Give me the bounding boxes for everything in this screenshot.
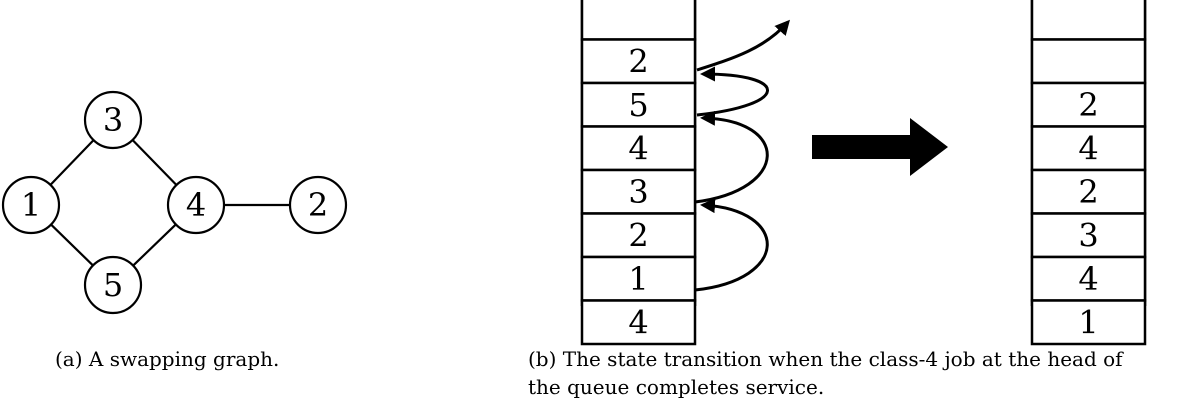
queue-slot: 4: [1030, 125, 1147, 172]
graph-node: 5: [83, 255, 143, 315]
node-circle: [288, 175, 348, 235]
queue-slot: 1: [1030, 299, 1147, 346]
node-label: 4: [186, 186, 206, 224]
departure-arrow: [696, 19, 790, 72]
queue-slot: 2: [1030, 168, 1147, 215]
queue-slot: 4: [1030, 255, 1147, 302]
slot-label: 4: [1078, 129, 1098, 167]
queue-slot: 4: [580, 125, 697, 172]
slot-box: [1030, 38, 1147, 85]
swap-arrow-2-to-4: [694, 110, 769, 204]
slot-box: [1030, 0, 1147, 41]
queue-slot: 2: [1030, 81, 1147, 128]
node-circle: [83, 255, 143, 315]
slot-box: [1030, 299, 1147, 346]
slot-label: 4: [628, 129, 648, 167]
node-circle: [166, 175, 226, 235]
node-label: 3: [103, 101, 123, 139]
queue-after-cells: 2 4 2 3 4 1: [1030, 0, 1147, 346]
node-label: 5: [103, 266, 123, 304]
queue-slot: 5: [580, 81, 697, 128]
node-circle: [83, 90, 143, 150]
queue-slot: 4: [580, 299, 697, 346]
slot-label: 1: [1078, 303, 1098, 341]
slot-box: [580, 0, 697, 41]
queue-slot: 1: [580, 255, 697, 302]
graph-node: 2: [288, 175, 348, 235]
slot-label: 2: [628, 216, 648, 254]
slot-label: 1: [628, 260, 648, 298]
transition-arrow-icon: [812, 118, 948, 176]
slot-box: [580, 299, 697, 346]
edge-1-3: [49, 139, 95, 186]
node-label: 2: [308, 186, 328, 224]
slot-box: [1030, 125, 1147, 172]
slot-label: 2: [1078, 86, 1098, 124]
slot-label: 4: [1078, 260, 1098, 298]
queue-slot: [1030, 0, 1147, 41]
queue-after: 2 4 2 3 4 1: [1030, 0, 1147, 346]
slot-box: [580, 212, 697, 259]
slot-label: 3: [1078, 216, 1098, 254]
graph-node: 3: [83, 90, 143, 150]
slot-box: [1030, 81, 1147, 128]
slot-label: 4: [628, 303, 648, 341]
graph-nodes: 3 1 4 2 5: [1, 90, 348, 315]
edge-5-4: [132, 223, 177, 267]
swap-arrow-4-to-5: [696, 66, 769, 117]
slot-box: [1030, 212, 1147, 259]
queue-slot: 2: [580, 38, 697, 85]
queue-slot: [1030, 38, 1147, 85]
slot-label: 5: [628, 86, 648, 124]
edge-1-5: [50, 223, 94, 267]
queue-before-cells: 2 5 4 3 2 1 4: [580, 0, 697, 346]
slot-box: [580, 255, 697, 302]
queue-slot: 3: [1030, 212, 1147, 259]
swapping-graph: 3 1 4 2 5: [1, 90, 348, 315]
swap-arrow-4-to-2: [694, 198, 769, 292]
queue-slot: [580, 0, 697, 41]
slot-box: [1030, 255, 1147, 302]
node-label: 1: [21, 186, 41, 224]
queue-slot: 2: [580, 212, 697, 259]
slot-label: 2: [1078, 173, 1098, 211]
caption-b: (b) The state transition when the class-…: [528, 347, 1123, 399]
slot-box: [1030, 168, 1147, 215]
edge-3-4: [131, 139, 178, 186]
slot-label: 2: [628, 42, 648, 80]
caption-a: (a) A swapping graph.: [55, 347, 280, 371]
queue-slot: 3: [580, 168, 697, 215]
slot-label: 3: [628, 173, 648, 211]
queue-before: 2 5 4 3 2 1 4: [580, 0, 697, 346]
node-circle: [1, 175, 61, 235]
graph-edges: [49, 139, 290, 267]
swap-arrows: [694, 19, 790, 292]
graph-node: 4: [166, 175, 226, 235]
graph-node: 1: [1, 175, 61, 235]
slot-box: [580, 168, 697, 215]
